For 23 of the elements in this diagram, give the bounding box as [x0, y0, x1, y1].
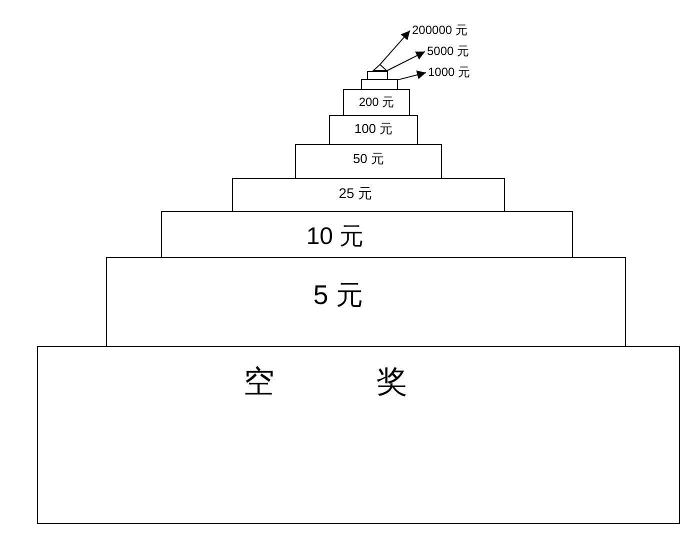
amount-label: 5000 元: [427, 45, 470, 58]
prize-label: 25 元: [338, 186, 372, 202]
prize-label: 10 元: [306, 224, 364, 250]
prize-tier-box: [343, 89, 410, 116]
prize-label: 5 元: [313, 281, 363, 311]
arrow: [398, 70, 426, 80]
arrow: [380, 30, 410, 65]
amount-label: 200000 元: [412, 24, 468, 38]
prize-tier-box: [37, 346, 680, 524]
prize-tier-box: [295, 144, 442, 179]
prize-label: 50 元: [352, 152, 384, 166]
prize-tier-box: [232, 178, 505, 212]
amount-label: 1000 元: [428, 66, 470, 80]
peak-triangle: [373, 64, 387, 71]
prize-label: 200 元: [358, 96, 394, 110]
tier-block: [367, 71, 388, 80]
tier-block: [361, 79, 398, 90]
prize-label: 100 元: [354, 122, 393, 136]
arrow: [386, 51, 426, 72]
prize-label: 空 奖: [244, 365, 408, 400]
prize-tier-box: [161, 211, 573, 258]
prize-tier-box: [329, 115, 418, 145]
prize-tier-box: [106, 257, 626, 347]
